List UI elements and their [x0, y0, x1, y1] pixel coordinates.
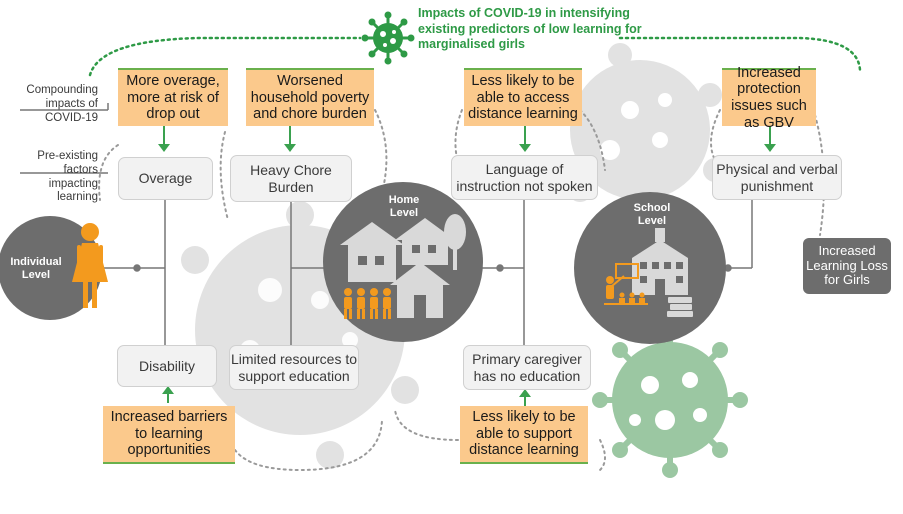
covid-impact-overage: More overage, more at risk of drop out — [118, 68, 228, 126]
virus-green-icon — [592, 324, 748, 478]
covid-impact-barriers: Increased barriers to learning opportuni… — [103, 406, 235, 464]
teacher-icon — [604, 263, 648, 305]
individual-level-circle — [0, 216, 102, 320]
factor-chore-burden: Heavy Chore Burden — [230, 155, 352, 202]
compounding-impacts-label: Compounding impacts of COVID-19 — [26, 84, 98, 124]
factor-limited-resources: Limited resources to support education — [229, 345, 359, 390]
covid-impact-protection: Increased protection issues such as GBV — [722, 65, 816, 131]
individual-level-label: Individual Level — [10, 256, 62, 282]
factor-disability: Disability — [117, 345, 217, 387]
factor-overage: Overage — [118, 157, 213, 200]
covid-impact-poverty: Worsened household poverty and chore bur… — [246, 68, 374, 126]
school-level-label: School Level — [633, 202, 671, 228]
diagram-title: Impacts of COVID-19 in intensifying exis… — [418, 6, 642, 52]
preexisting-factors-label: Pre-existing factors impacting learning — [37, 150, 98, 204]
girl-icon — [72, 223, 108, 308]
home-level-label: Home Level — [388, 194, 420, 220]
family-icon — [344, 288, 391, 319]
books-icon — [667, 297, 693, 317]
covid-impact-access: Less likely to be able to access distanc… — [464, 68, 582, 126]
factor-language: Language of instruction not spoken — [451, 155, 598, 200]
factor-caregiver: Primary caregiver has no education — [463, 345, 591, 390]
virus-icon — [361, 11, 415, 65]
outcome-learning-loss: Increased Learning Loss for Girls — [803, 238, 891, 294]
houses-icon — [340, 214, 466, 318]
factor-punishment: Physical and verbal punishment — [712, 155, 842, 200]
covid-impact-support: Less likely to be able to support distan… — [460, 406, 588, 464]
